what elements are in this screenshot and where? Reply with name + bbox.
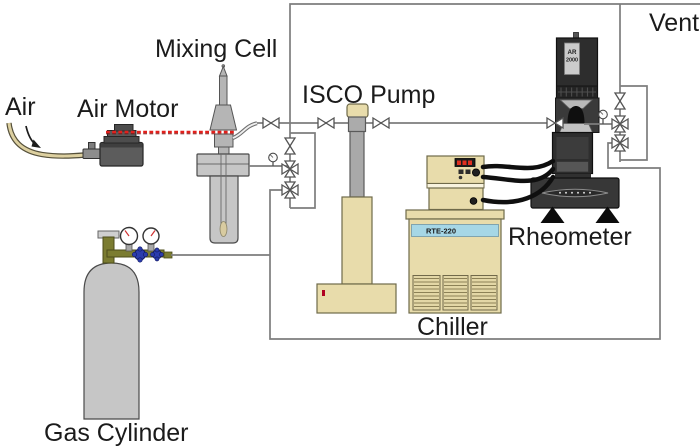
valve-rheometer-inlet bbox=[546, 116, 564, 130]
label-mixing-cell: Mixing Cell bbox=[155, 35, 277, 63]
chiller-model-band bbox=[411, 224, 499, 237]
chiller-hoses bbox=[480, 158, 556, 205]
label-rheometer: Rheometer bbox=[508, 223, 632, 251]
rheometer-model-panel bbox=[564, 42, 580, 75]
right-manifold-cross-valve-2 bbox=[611, 134, 629, 152]
right-manifold-vent-valve bbox=[613, 92, 627, 110]
gas-cylinder bbox=[83, 226, 173, 420]
label-isco-pump: ISCO Pump bbox=[302, 81, 435, 109]
drive-belt bbox=[106, 130, 236, 135]
left-manifold-cross-valve-1 bbox=[281, 160, 299, 178]
valve-pump-right bbox=[372, 116, 390, 130]
rheometer-grille bbox=[558, 87, 596, 97]
left-bypass-loop bbox=[290, 132, 316, 209]
regulator-knob-2 bbox=[150, 247, 164, 262]
air-flow-arrow-icon bbox=[25, 125, 41, 148]
label-gas-cylinder: Gas Cylinder bbox=[44, 419, 189, 447]
pressure-gauge-rheometer bbox=[598, 109, 608, 124]
label-air-motor: Air Motor bbox=[77, 95, 178, 123]
regulator-gauge-low bbox=[142, 227, 160, 245]
chiller-controller bbox=[426, 155, 485, 211]
controller-knob bbox=[471, 168, 480, 177]
rheometer-base-lens bbox=[541, 188, 609, 198]
chiller-model-label: RTE-220 bbox=[426, 227, 456, 236]
rheometer-foot bbox=[540, 206, 565, 223]
air-motor bbox=[82, 124, 144, 167]
stirrer-paddle bbox=[219, 221, 228, 237]
controller-button bbox=[458, 169, 464, 174]
chiller: RTE-220 bbox=[405, 209, 505, 314]
rheometer-model-line2: 2000 bbox=[566, 58, 578, 64]
regulator-gauge-high bbox=[119, 226, 139, 246]
pressure-gauge-cell bbox=[268, 152, 278, 166]
isco-pump bbox=[316, 103, 397, 314]
controller-lower-knob bbox=[469, 197, 478, 205]
pump-led bbox=[322, 290, 325, 296]
valve-pump-left bbox=[317, 116, 335, 130]
air-supply-tube bbox=[6, 122, 86, 159]
valve-cell-outlet bbox=[262, 116, 280, 130]
label-air: Air bbox=[5, 93, 36, 121]
left-manifold-cross-valve-2 bbox=[281, 181, 299, 199]
rheometer-model-line1: AR bbox=[568, 49, 577, 56]
chiller-grille bbox=[412, 275, 498, 311]
pump-inlet-block bbox=[347, 116, 367, 133]
controller-button bbox=[465, 169, 471, 174]
mixing-cell bbox=[196, 64, 250, 244]
rheometer: AR 2000 bbox=[530, 32, 620, 223]
gas-distribution-line bbox=[269, 142, 661, 340]
label-vent: Vent bbox=[649, 9, 699, 37]
valves bbox=[262, 92, 629, 199]
pressure-cell-dome bbox=[567, 106, 585, 124]
regulator-knob-1 bbox=[131, 246, 149, 263]
label-chiller: Chiller bbox=[417, 313, 488, 341]
left-manifold-vent-valve bbox=[283, 137, 297, 155]
right-bypass-loop bbox=[620, 85, 648, 161]
right-manifold-cross-valve-1 bbox=[611, 115, 629, 133]
rheometer-foot bbox=[595, 206, 620, 223]
process-lines bbox=[171, 3, 700, 340]
